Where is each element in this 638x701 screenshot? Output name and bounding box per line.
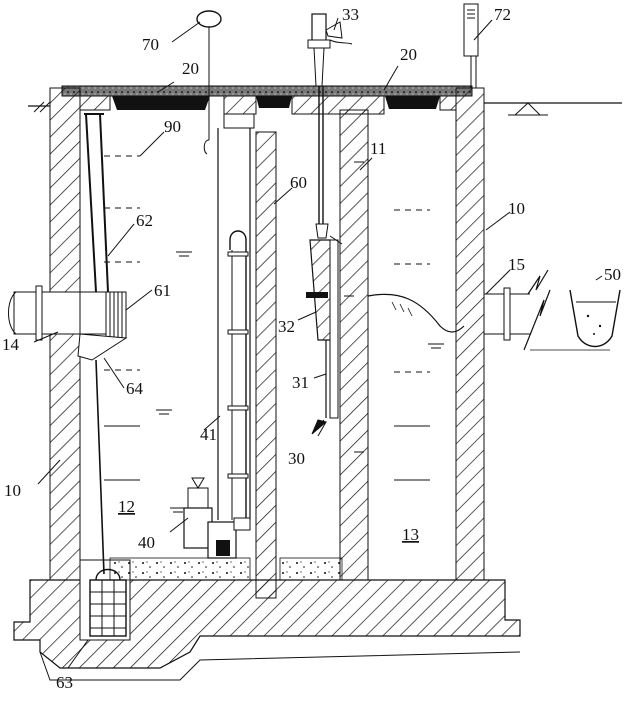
label-90: 90 [164, 117, 181, 136]
basket-63 [89, 568, 127, 637]
label-41: 41 [200, 425, 217, 444]
label-32: 32 [278, 317, 295, 336]
callout-labels: 70 33 72 20 20 90 11 60 10 62 15 50 61 1… [2, 5, 621, 692]
pavement-layer [61, 85, 473, 97]
label-40: 40 [138, 533, 155, 552]
manhole-covers [112, 96, 440, 110]
label-13: 13 [402, 525, 419, 544]
flow-markers [104, 155, 430, 481]
label-64: 64 [126, 379, 144, 398]
label-63: 63 [56, 673, 73, 692]
label-62: 62 [136, 211, 153, 230]
label-60: 60 [290, 173, 307, 192]
label-10-right: 10 [508, 199, 525, 218]
grille-61 [77, 291, 128, 361]
baffle-wall-60 [255, 131, 277, 599]
label-31: 31 [292, 373, 309, 392]
label-14: 14 [2, 335, 20, 354]
label-11: 11 [370, 139, 386, 158]
label-70: 70 [142, 35, 159, 54]
ground-surface [28, 101, 622, 116]
base-slab [13, 579, 521, 669]
controller-72 [463, 3, 479, 88]
gravel-bed-12 [109, 557, 251, 581]
label-61: 61 [154, 281, 171, 300]
receiving-body-50 [569, 289, 621, 348]
outlet-pipe-15 [483, 269, 610, 351]
guide-rail-41 [217, 113, 255, 520]
label-50: 50 [604, 265, 621, 284]
label-30: 30 [288, 449, 305, 468]
rail-62 [84, 113, 109, 575]
level-sensor-70 [196, 10, 222, 155]
submersible-pump-40 [183, 477, 251, 559]
gate-assembly-30 [306, 13, 353, 419]
label-33: 33 [342, 5, 359, 24]
gate-arrow [311, 419, 328, 435]
label-20-right: 20 [400, 45, 417, 64]
label-12: 12 [118, 497, 135, 516]
label-10-left: 10 [4, 481, 21, 500]
inlet-pipe-14 [8, 285, 107, 341]
gravel-bed-mid [279, 557, 343, 581]
label-15: 15 [508, 255, 525, 274]
overflow-flow [367, 293, 465, 333]
label-20-left: 20 [182, 59, 199, 78]
water-levels [156, 251, 444, 513]
label-72: 72 [494, 5, 511, 24]
partition-wall-11 [339, 109, 369, 581]
leader-lines [33, 17, 603, 669]
